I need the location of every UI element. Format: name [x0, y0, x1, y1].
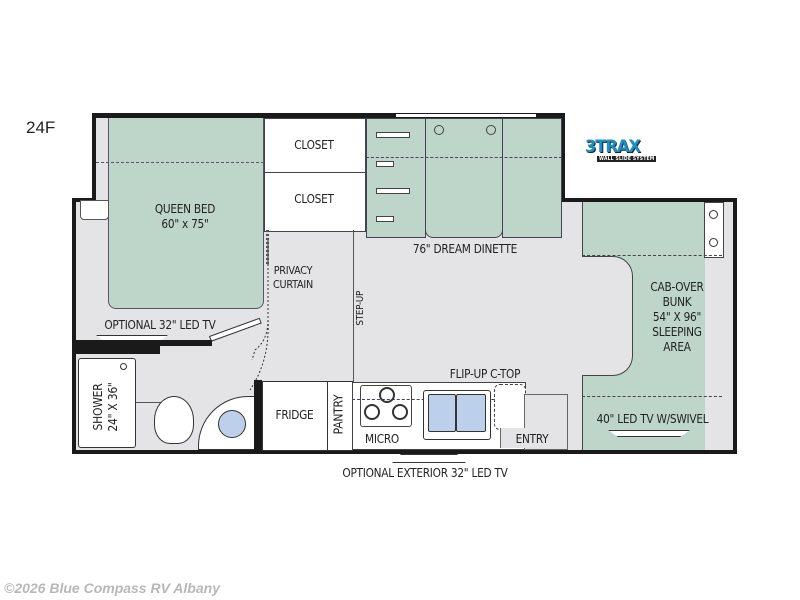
cab-bunk-line-top [582, 255, 722, 256]
privacy-line2: CURTAIN [273, 277, 313, 291]
dinette-label: 76" DREAM DINETTE [412, 242, 518, 256]
wall-top-right [561, 198, 737, 202]
cupholder-1 [434, 125, 444, 135]
led-tv-swivel-icon [608, 430, 690, 437]
seatbelt-1 [376, 132, 410, 138]
privacy-curtain-label: PRIVACY CURTAIN [271, 264, 315, 292]
entry[interactable] [500, 428, 567, 448]
shower-name: SHOWER [91, 383, 105, 431]
dinette-table [425, 118, 503, 238]
wall-right [733, 198, 737, 454]
3trax-logo-main: 3TRAX [585, 137, 641, 157]
closet-bottom-label: CLOSET [294, 192, 334, 206]
bath-sink [218, 410, 246, 438]
model-name: 24F [26, 118, 56, 137]
wall-slide-right [561, 113, 565, 201]
exterior-tv-icon [392, 454, 466, 463]
toilet [154, 396, 194, 444]
closet-top-label: CLOSET [294, 138, 334, 152]
closet-bottom [264, 172, 366, 232]
window-top [396, 114, 536, 117]
micro-label: MICRO [365, 432, 399, 446]
shower-size: 24" X 36" [106, 382, 120, 432]
seatbelt-2 [376, 161, 394, 167]
queen-bed [108, 118, 264, 309]
3trax-logo: 3TRAX WALL SLIDE SYSTEM [585, 139, 657, 165]
wall-top-slide [92, 113, 564, 118]
seatbelt-3 [376, 188, 410, 194]
cab-over-cutout [582, 256, 633, 376]
cab-over-label: CAB-OVER BUNK 54" X 96" SLEEPING AREA [637, 280, 716, 355]
cab-line1: CAB-OVER [650, 280, 704, 294]
queen-bed-name: QUEEN BED [154, 202, 216, 216]
flip-up-label: FLIP-UP C-TOP [449, 367, 521, 381]
bed-slide-line [96, 162, 264, 163]
exterior-tv-label: OPTIONAL EXTERIOR 32" LED TV [342, 466, 508, 480]
cab-line2: BUNK [662, 295, 692, 309]
burner-2 [364, 404, 380, 420]
fridge [262, 381, 329, 451]
cab-line4: SLEEPING [652, 325, 702, 339]
shower-drain [120, 363, 127, 370]
led-tv-swivel-label: 40" LED TV W/SWIVEL [596, 412, 709, 426]
wall-left [72, 198, 76, 454]
dinette-seat-right [502, 118, 562, 238]
burner-3 [392, 404, 408, 420]
cab-cupholder-2 [709, 238, 718, 247]
pantry-label: PANTRY [331, 394, 346, 435]
queen-bed-size: 60" x 75" [161, 217, 209, 231]
cab-line3: 54" X 96" [652, 310, 702, 324]
cab-bunk-line-bottom [582, 396, 722, 397]
nightstand [80, 200, 109, 220]
kitchen-sink-right [456, 394, 486, 432]
3trax-logo-sub: WALL SLIDE SYSTEM [597, 156, 657, 162]
shower-label: SHOWER 24" X 36" [91, 371, 121, 443]
fridge-label: FRIDGE [275, 408, 314, 422]
fridge-wall [254, 380, 262, 452]
privacy-line1: PRIVACY [273, 264, 313, 277]
cab-cupholder-1 [709, 210, 718, 219]
queen-bed-label: QUEEN BED 60" x 75" [141, 202, 229, 232]
wall-bottom [72, 450, 737, 454]
cooktop [360, 385, 412, 427]
watermark: ©2026 Blue Compass RV Albany [4, 580, 220, 596]
shower [78, 358, 136, 448]
seatbelt-4 [376, 216, 394, 222]
closet-top [264, 118, 366, 174]
bath-wall-lower [72, 340, 160, 354]
flip-up-ctop[interactable] [494, 384, 526, 430]
cupholder-2 [486, 125, 496, 135]
step-up-line [353, 230, 354, 382]
wall-slide-left [92, 113, 96, 201]
bath-divider [136, 402, 178, 403]
kitchen-sink-left [428, 394, 456, 432]
cab-line5: AREA [663, 340, 691, 354]
dinette-slide-line [366, 157, 562, 158]
burner-1 [379, 387, 395, 403]
optional-tv-label: OPTIONAL 32" LED TV [104, 318, 216, 332]
step-up-label: STEP-UP [354, 290, 366, 326]
entry-label: ENTRY [515, 432, 549, 446]
privacy-curtain-path [249, 240, 269, 391]
